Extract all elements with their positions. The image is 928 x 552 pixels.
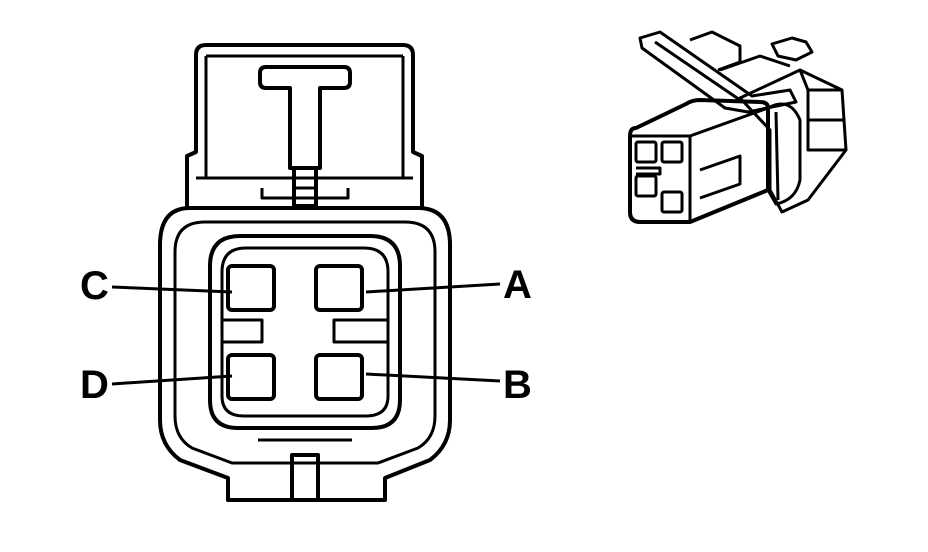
terminal-cavity-d — [226, 353, 276, 401]
divider-key-left — [222, 318, 264, 344]
terminal-cavity-b — [314, 353, 364, 401]
leader-line-d — [111, 374, 233, 386]
iso-latch-lever — [638, 30, 798, 114]
t-latch — [258, 65, 352, 170]
iso-cavity-3 — [634, 174, 658, 198]
terminal-cavity-a — [314, 264, 364, 312]
iso-latch-ridge — [719, 54, 791, 72]
connector-face-view: C A D B — [80, 43, 532, 502]
leader-line-c — [111, 285, 233, 294]
connector-body-inner — [173, 220, 437, 465]
terminal-label-d: D — [80, 363, 109, 407]
latch-housing — [185, 43, 424, 210]
leader-line-a — [365, 282, 501, 294]
iso-cavity-4 — [660, 190, 684, 214]
terminal-face-inner — [220, 246, 390, 418]
connector-body-outer — [158, 206, 452, 502]
iso-collar — [766, 102, 802, 206]
lock-tab-shoulder — [260, 188, 350, 200]
terminal-label-c: C — [80, 264, 109, 308]
iso-rear-side-edge — [806, 90, 846, 152]
terminal-cavity-c — [226, 264, 276, 312]
connector-isometric-view — [628, 30, 848, 224]
terminal-label-a: A — [503, 263, 532, 307]
iso-latch-catch — [770, 36, 814, 62]
iso-top-edge — [689, 106, 769, 138]
iso-divider — [636, 166, 662, 176]
iso-cavity-1 — [634, 140, 658, 164]
bottom-tab — [290, 453, 320, 502]
terminal-face-outer — [208, 234, 402, 430]
iso-side-slot — [699, 154, 742, 200]
leader-line-b — [365, 372, 501, 383]
iso-collar-line — [774, 111, 780, 201]
divider-key-right — [332, 318, 388, 344]
iso-cavity-2 — [660, 140, 684, 164]
terminal-label-b: B — [503, 363, 532, 407]
iso-latch-lever-edge — [654, 40, 741, 102]
